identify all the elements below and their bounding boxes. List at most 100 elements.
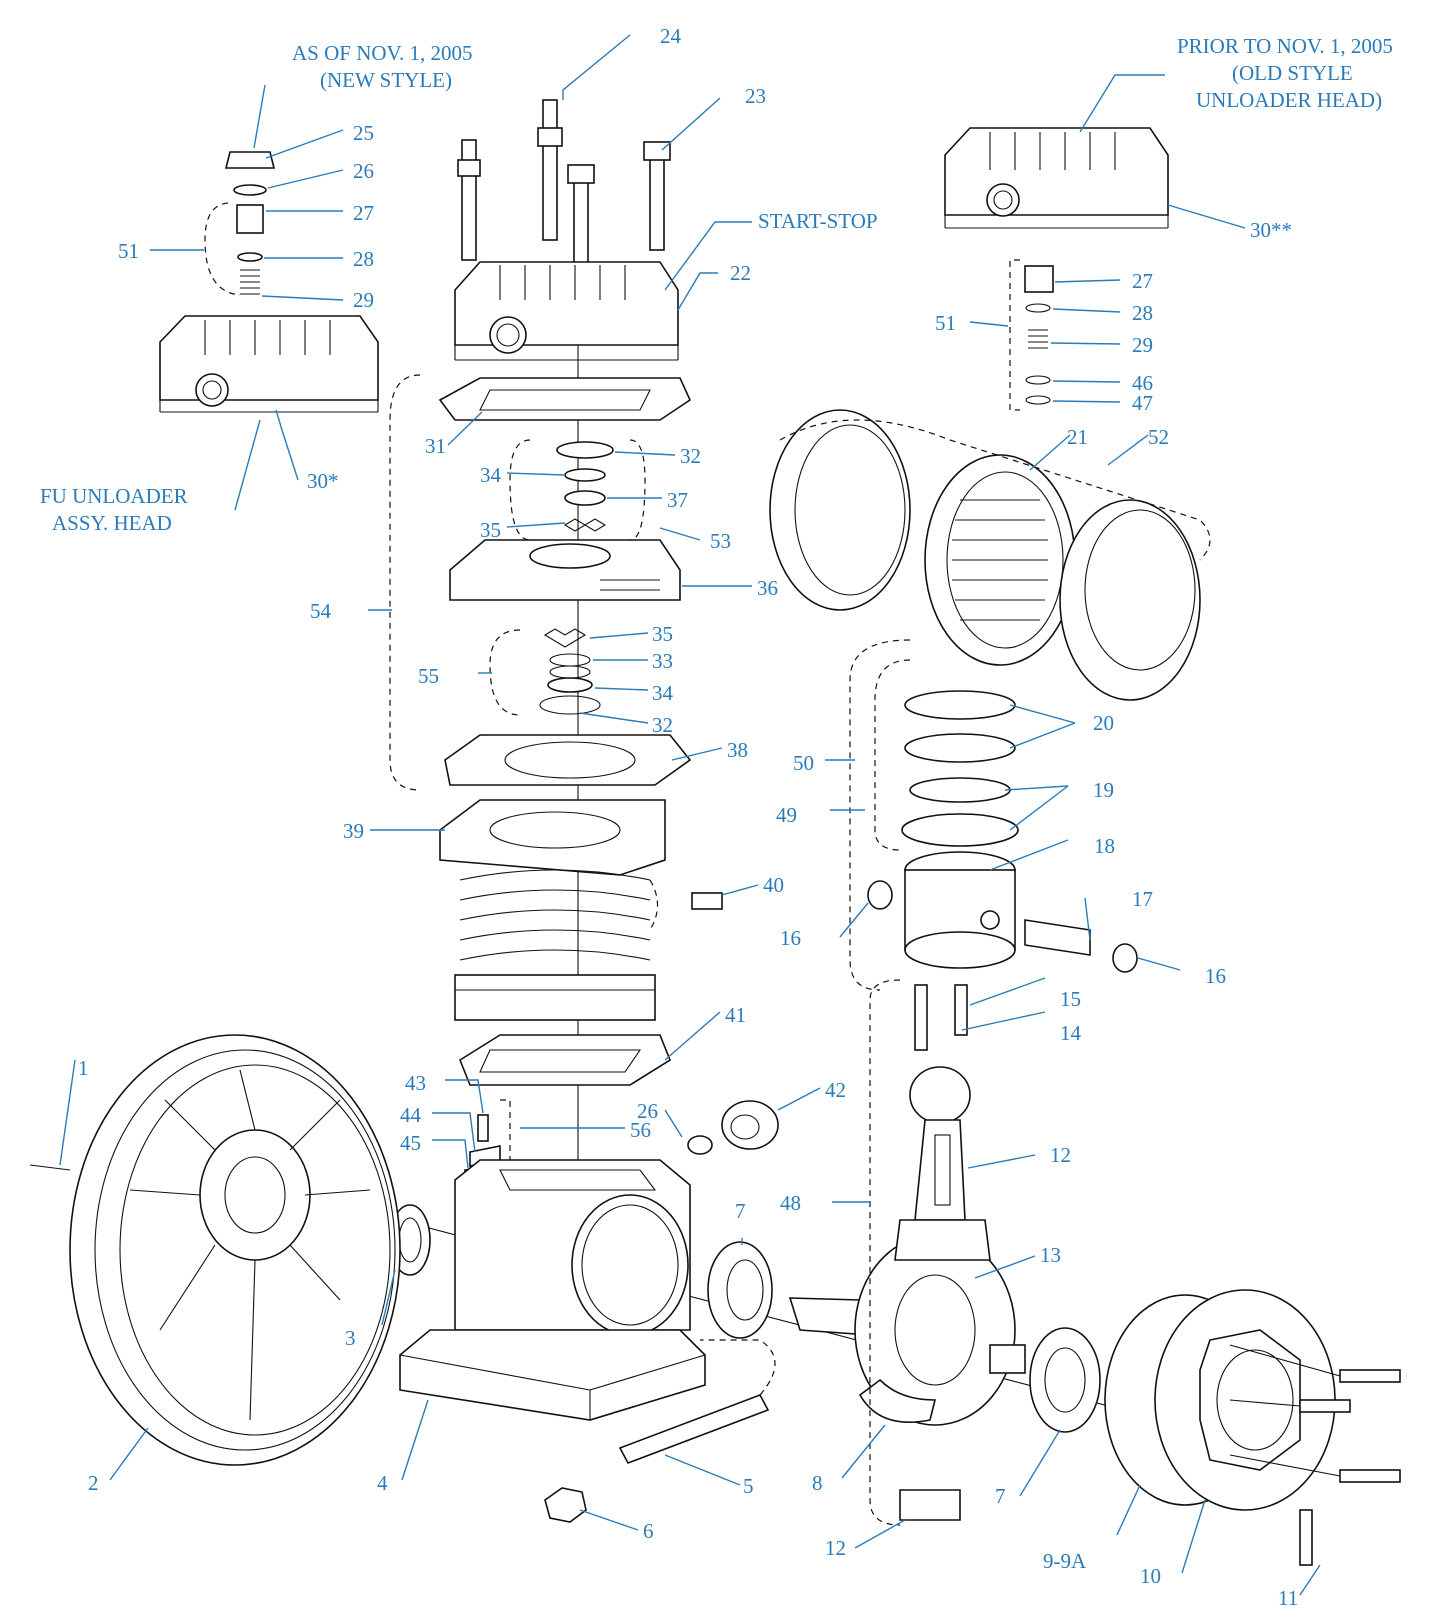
callout-43: 43 — [405, 1071, 426, 1095]
callout-29-right: 29 — [1132, 333, 1153, 357]
washer — [687, 1135, 713, 1155]
callout-10: 10 — [1140, 1564, 1161, 1588]
callout-42: 42 — [825, 1078, 846, 1102]
connecting-rod — [869, 979, 991, 1526]
callout-28-left: 28 — [353, 247, 374, 271]
callout-7-right: 7 — [995, 1484, 1006, 1508]
note-old-style-line3: UNLOADER HEAD) — [1196, 88, 1382, 112]
callout-52: 52 — [1148, 425, 1169, 449]
callout-14: 14 — [1060, 1021, 1082, 1045]
callout-16-left: 16 — [780, 926, 801, 950]
callout-34-upper: 34 — [480, 463, 502, 487]
callout-4: 4 — [377, 1471, 388, 1495]
callout-26-upper: 26 — [353, 159, 374, 183]
callout-45: 45 — [400, 1131, 421, 1155]
piston-rings — [849, 639, 1019, 991]
callout-12-upper: 12 — [1050, 1143, 1071, 1167]
callout-27-left: 27 — [353, 201, 374, 225]
cylinder-gasket — [459, 1034, 671, 1086]
callout-31: 31 — [425, 434, 446, 458]
flywheel — [29, 1034, 401, 1466]
callout-20: 20 — [1093, 711, 1114, 735]
note-fu-unloader-line1: FU UNLOADER — [40, 484, 188, 508]
end-cover-bolts — [1229, 1344, 1401, 1566]
callout-50: 50 — [793, 751, 814, 775]
oil-fill-plug — [721, 1100, 779, 1150]
callout-21: 21 — [1067, 425, 1088, 449]
callout-35-upper: 35 — [480, 518, 501, 542]
callout-54: 54 — [310, 599, 332, 623]
callout-40: 40 — [763, 873, 784, 897]
callout-30-old: 30** — [1250, 218, 1292, 242]
callout-numbers: 1 2 3 4 5 6 7 7 8 9-9A 10 11 12 12 13 14… — [78, 24, 1298, 1610]
main-bearing-left — [707, 1241, 773, 1339]
callout-51-right: 51 — [935, 311, 956, 335]
note-new-style-line2: (NEW STYLE) — [320, 68, 452, 92]
callout-11: 11 — [1278, 1586, 1298, 1610]
callout-47: 47 — [1132, 391, 1153, 415]
callout-18: 18 — [1094, 834, 1115, 858]
callout-3: 3 — [345, 1326, 356, 1350]
part-drawings — [29, 99, 1401, 1566]
callout-46: 46 — [1132, 371, 1153, 395]
callout-22: 22 — [730, 261, 751, 285]
callout-17: 17 — [1132, 887, 1153, 911]
notes: AS OF NOV. 1, 2005 (NEW STYLE) PRIOR TO … — [40, 34, 1393, 535]
main-bearing-right — [1029, 1327, 1101, 1433]
callout-37: 37 — [667, 488, 688, 512]
callout-49: 49 — [776, 803, 797, 827]
callout-27-right: 27 — [1132, 269, 1153, 293]
callout-51-left: 51 — [118, 239, 139, 263]
callout-39: 39 — [343, 819, 364, 843]
callout-13: 13 — [1040, 1243, 1061, 1267]
callout-44: 44 — [400, 1103, 422, 1127]
callout-41: 41 — [725, 1003, 746, 1027]
callout-36: 36 — [757, 576, 778, 600]
callout-53: 53 — [710, 529, 731, 553]
callout-25: 25 — [353, 121, 374, 145]
callout-5: 5 — [743, 1474, 754, 1498]
note-new-style-line1: AS OF NOV. 1, 2005 — [292, 41, 472, 65]
crankshaft — [788, 1234, 1026, 1426]
callout-2: 2 — [88, 1471, 99, 1495]
callout-26-lower: 26 — [637, 1099, 658, 1123]
callout-55: 55 — [418, 664, 439, 688]
callout-33: 33 — [652, 649, 673, 673]
note-fu-unloader-line2: ASSY. HEAD — [52, 511, 172, 535]
crankcase — [399, 1159, 706, 1421]
new-style-unloader-head — [159, 151, 379, 413]
callout-38: 38 — [727, 738, 748, 762]
callout-34-lower: 34 — [652, 681, 674, 705]
callout-9-9a: 9-9A — [1043, 1549, 1087, 1573]
callout-30-new: 30* — [307, 469, 339, 493]
cylinder-head — [454, 261, 679, 361]
callout-32-lower: 32 — [652, 713, 673, 737]
air-filter — [769, 409, 1211, 701]
callout-48: 48 — [780, 1191, 801, 1215]
callout-19: 19 — [1093, 778, 1114, 802]
piston — [867, 851, 1138, 973]
callout-15: 15 — [1060, 987, 1081, 1011]
note-old-style-line2: (OLD STYLE — [1232, 61, 1353, 85]
head-bolts — [457, 99, 671, 266]
leader-lines — [59, 34, 1321, 1596]
callout-32-upper: 32 — [680, 444, 701, 468]
valve-plate-assembly — [389, 374, 692, 791]
callout-28-right: 28 — [1132, 301, 1153, 325]
callout-35-lower: 35 — [652, 622, 673, 646]
note-start-stop: START-STOP — [758, 209, 878, 233]
callout-24: 24 — [660, 24, 682, 48]
breather-tube — [544, 1339, 776, 1523]
callout-7-left: 7 — [735, 1199, 746, 1223]
old-style-unloader-head — [944, 127, 1169, 411]
callout-23: 23 — [745, 84, 766, 108]
callout-8: 8 — [812, 1471, 823, 1495]
callout-12-lower: 12 — [825, 1536, 846, 1560]
callout-29-left: 29 — [353, 288, 374, 312]
callout-56: 56 — [630, 1118, 651, 1142]
callout-6: 6 — [643, 1519, 654, 1543]
callout-1: 1 — [78, 1056, 89, 1080]
note-old-style-line1: PRIOR TO NOV. 1, 2005 — [1177, 34, 1393, 58]
cylinder — [439, 799, 723, 1021]
